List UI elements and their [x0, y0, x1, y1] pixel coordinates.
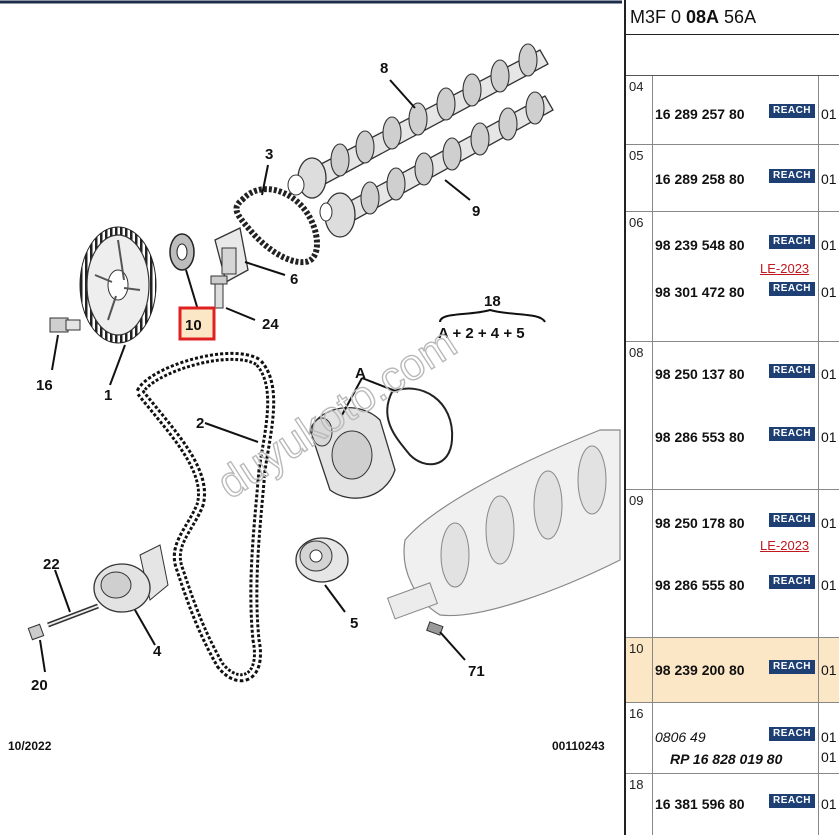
- quantity: 01: [821, 366, 837, 382]
- parts-row-18[interactable]: 18 16 381 596 80 REACH 01: [626, 774, 839, 835]
- part-number-alt[interactable]: RP 16 828 019 80: [670, 751, 783, 767]
- water-pump: [309, 407, 396, 499]
- tensioner-pulley: [93, 544, 169, 613]
- position-number: 10: [629, 641, 644, 656]
- reach-badge: REACH: [769, 364, 815, 378]
- quantity: 01: [821, 106, 837, 122]
- camshaft-exhaust: [287, 43, 549, 199]
- header-spacer: [626, 35, 839, 76]
- callout-22[interactable]: 22: [43, 556, 60, 573]
- quantity: 01: [821, 515, 837, 531]
- callout-1[interactable]: 1: [104, 387, 112, 404]
- callout-10-highlight: [178, 306, 216, 341]
- le-2023-link[interactable]: LE-2023: [760, 261, 810, 276]
- pump-gasket: [386, 387, 454, 466]
- part-number[interactable]: 16 381 596 80: [655, 796, 745, 812]
- parts-row-09[interactable]: 09 98 250 178 80 REACH 01 LE-2023 98 286…: [626, 490, 839, 638]
- parts-row-04[interactable]: 04 16 289 257 80 REACH 01: [626, 76, 839, 145]
- leader-lines: [39, 79, 471, 673]
- reference-header: M3F 0 08A 56A: [626, 0, 839, 35]
- reach-badge: REACH: [769, 427, 815, 441]
- parts-row-10-selected[interactable]: 10 98 239 200 80 REACH 01: [626, 638, 839, 703]
- part-number[interactable]: 98 250 178 80: [655, 515, 745, 531]
- part-number-alt[interactable]: 98 286 555 80: [655, 577, 745, 593]
- position-number: 05: [629, 148, 644, 163]
- reach-badge: REACH: [769, 169, 815, 183]
- reach-badge: REACH: [769, 282, 815, 296]
- parts-row-08[interactable]: 08 98 250 137 80 REACH 01 98 286 553 80 …: [626, 342, 839, 490]
- parts-row-06[interactable]: 06 98 239 548 80 REACH 01 LE-2023 98 301…: [626, 212, 839, 342]
- callout-71[interactable]: 71: [468, 663, 485, 680]
- callout-16[interactable]: 16: [36, 377, 53, 394]
- crankshaft: [386, 429, 621, 636]
- reach-badge: REACH: [769, 104, 815, 118]
- camshaft-intake: [319, 91, 554, 238]
- chain-tensioner: [214, 227, 249, 283]
- ref-suffix: 56A: [719, 7, 757, 27]
- callout-3[interactable]: 3: [265, 146, 273, 163]
- bolt-16: [49, 317, 81, 333]
- callout-A[interactable]: A: [355, 365, 366, 382]
- callout-6[interactable]: 6: [290, 271, 298, 288]
- callout-5[interactable]: 5: [350, 615, 358, 632]
- exploded-diagram: 8 9 3 6 10 24 1 16 2 A 18 A + 2 + 4 + 5 …: [0, 0, 622, 753]
- position-number: 09: [629, 493, 644, 508]
- ref-prefix: M3F 0: [630, 7, 687, 27]
- camshaft-sprocket: [79, 226, 157, 344]
- part-number-alt[interactable]: 98 301 472 80: [655, 284, 745, 300]
- reach-badge: REACH: [769, 513, 815, 527]
- part-number-alt[interactable]: 98 286 553 80: [655, 429, 745, 445]
- part-number[interactable]: 0806 49: [655, 729, 706, 745]
- callout-18[interactable]: 18: [484, 293, 501, 310]
- reach-badge: REACH: [769, 660, 815, 674]
- callout-8[interactable]: 8: [380, 60, 388, 77]
- reach-badge: REACH: [769, 235, 815, 249]
- quantity: 01: [821, 237, 837, 253]
- drawing-reference: 00110243: [552, 739, 605, 753]
- position-number: 04: [629, 79, 644, 94]
- position-number: 08: [629, 345, 644, 360]
- parts-row-05[interactable]: 05 16 289 258 80 REACH 01: [626, 145, 839, 212]
- part-number[interactable]: 16 289 258 80: [655, 171, 745, 187]
- bolt-24: [210, 275, 228, 309]
- part-number[interactable]: 98 239 548 80: [655, 237, 745, 253]
- ref-bold: 08A: [686, 7, 720, 27]
- nut-20: [27, 623, 45, 641]
- quantity: 01: [821, 729, 837, 745]
- callout-2[interactable]: 2: [196, 415, 204, 432]
- le-2023-link[interactable]: LE-2023: [760, 538, 810, 553]
- callout-24[interactable]: 24: [262, 316, 279, 333]
- callout-9[interactable]: 9: [472, 203, 480, 220]
- part-number[interactable]: 16 289 257 80: [655, 106, 745, 122]
- quantity: 01: [821, 749, 837, 765]
- quantity: 01: [821, 284, 837, 300]
- quantity: 01: [821, 171, 837, 187]
- callout-10[interactable]: 10: [185, 317, 202, 334]
- quantity: 01: [821, 662, 837, 678]
- position-number: 18: [629, 777, 644, 792]
- quantity: 01: [821, 577, 837, 593]
- group-brace: [439, 308, 546, 323]
- reach-badge: REACH: [769, 727, 815, 741]
- part-number[interactable]: 98 250 137 80: [655, 366, 745, 382]
- diagram-date: 10/2022: [8, 739, 52, 753]
- quantity: 01: [821, 796, 837, 812]
- reach-badge: REACH: [769, 575, 815, 589]
- timing-chain: [233, 186, 320, 266]
- reach-badge: REACH: [769, 794, 815, 808]
- parts-list-panel: M3F 0 08A 56A 04 16 289 257 80 REACH 01 …: [624, 0, 839, 835]
- position-number: 16: [629, 706, 644, 721]
- position-number: 06: [629, 215, 644, 230]
- callout-20[interactable]: 20: [31, 677, 48, 694]
- timing-belt: [134, 351, 276, 683]
- idler-pulley: [295, 537, 349, 583]
- callout-4[interactable]: 4: [153, 643, 162, 660]
- part-number[interactable]: 98 239 200 80: [655, 662, 745, 678]
- parts-row-16[interactable]: 16 0806 49 REACH 01 RP 16 828 019 80 01: [626, 703, 839, 774]
- oil-seal: [169, 233, 195, 271]
- group-formula: A + 2 + 4 + 5: [438, 325, 525, 342]
- quantity: 01: [821, 429, 837, 445]
